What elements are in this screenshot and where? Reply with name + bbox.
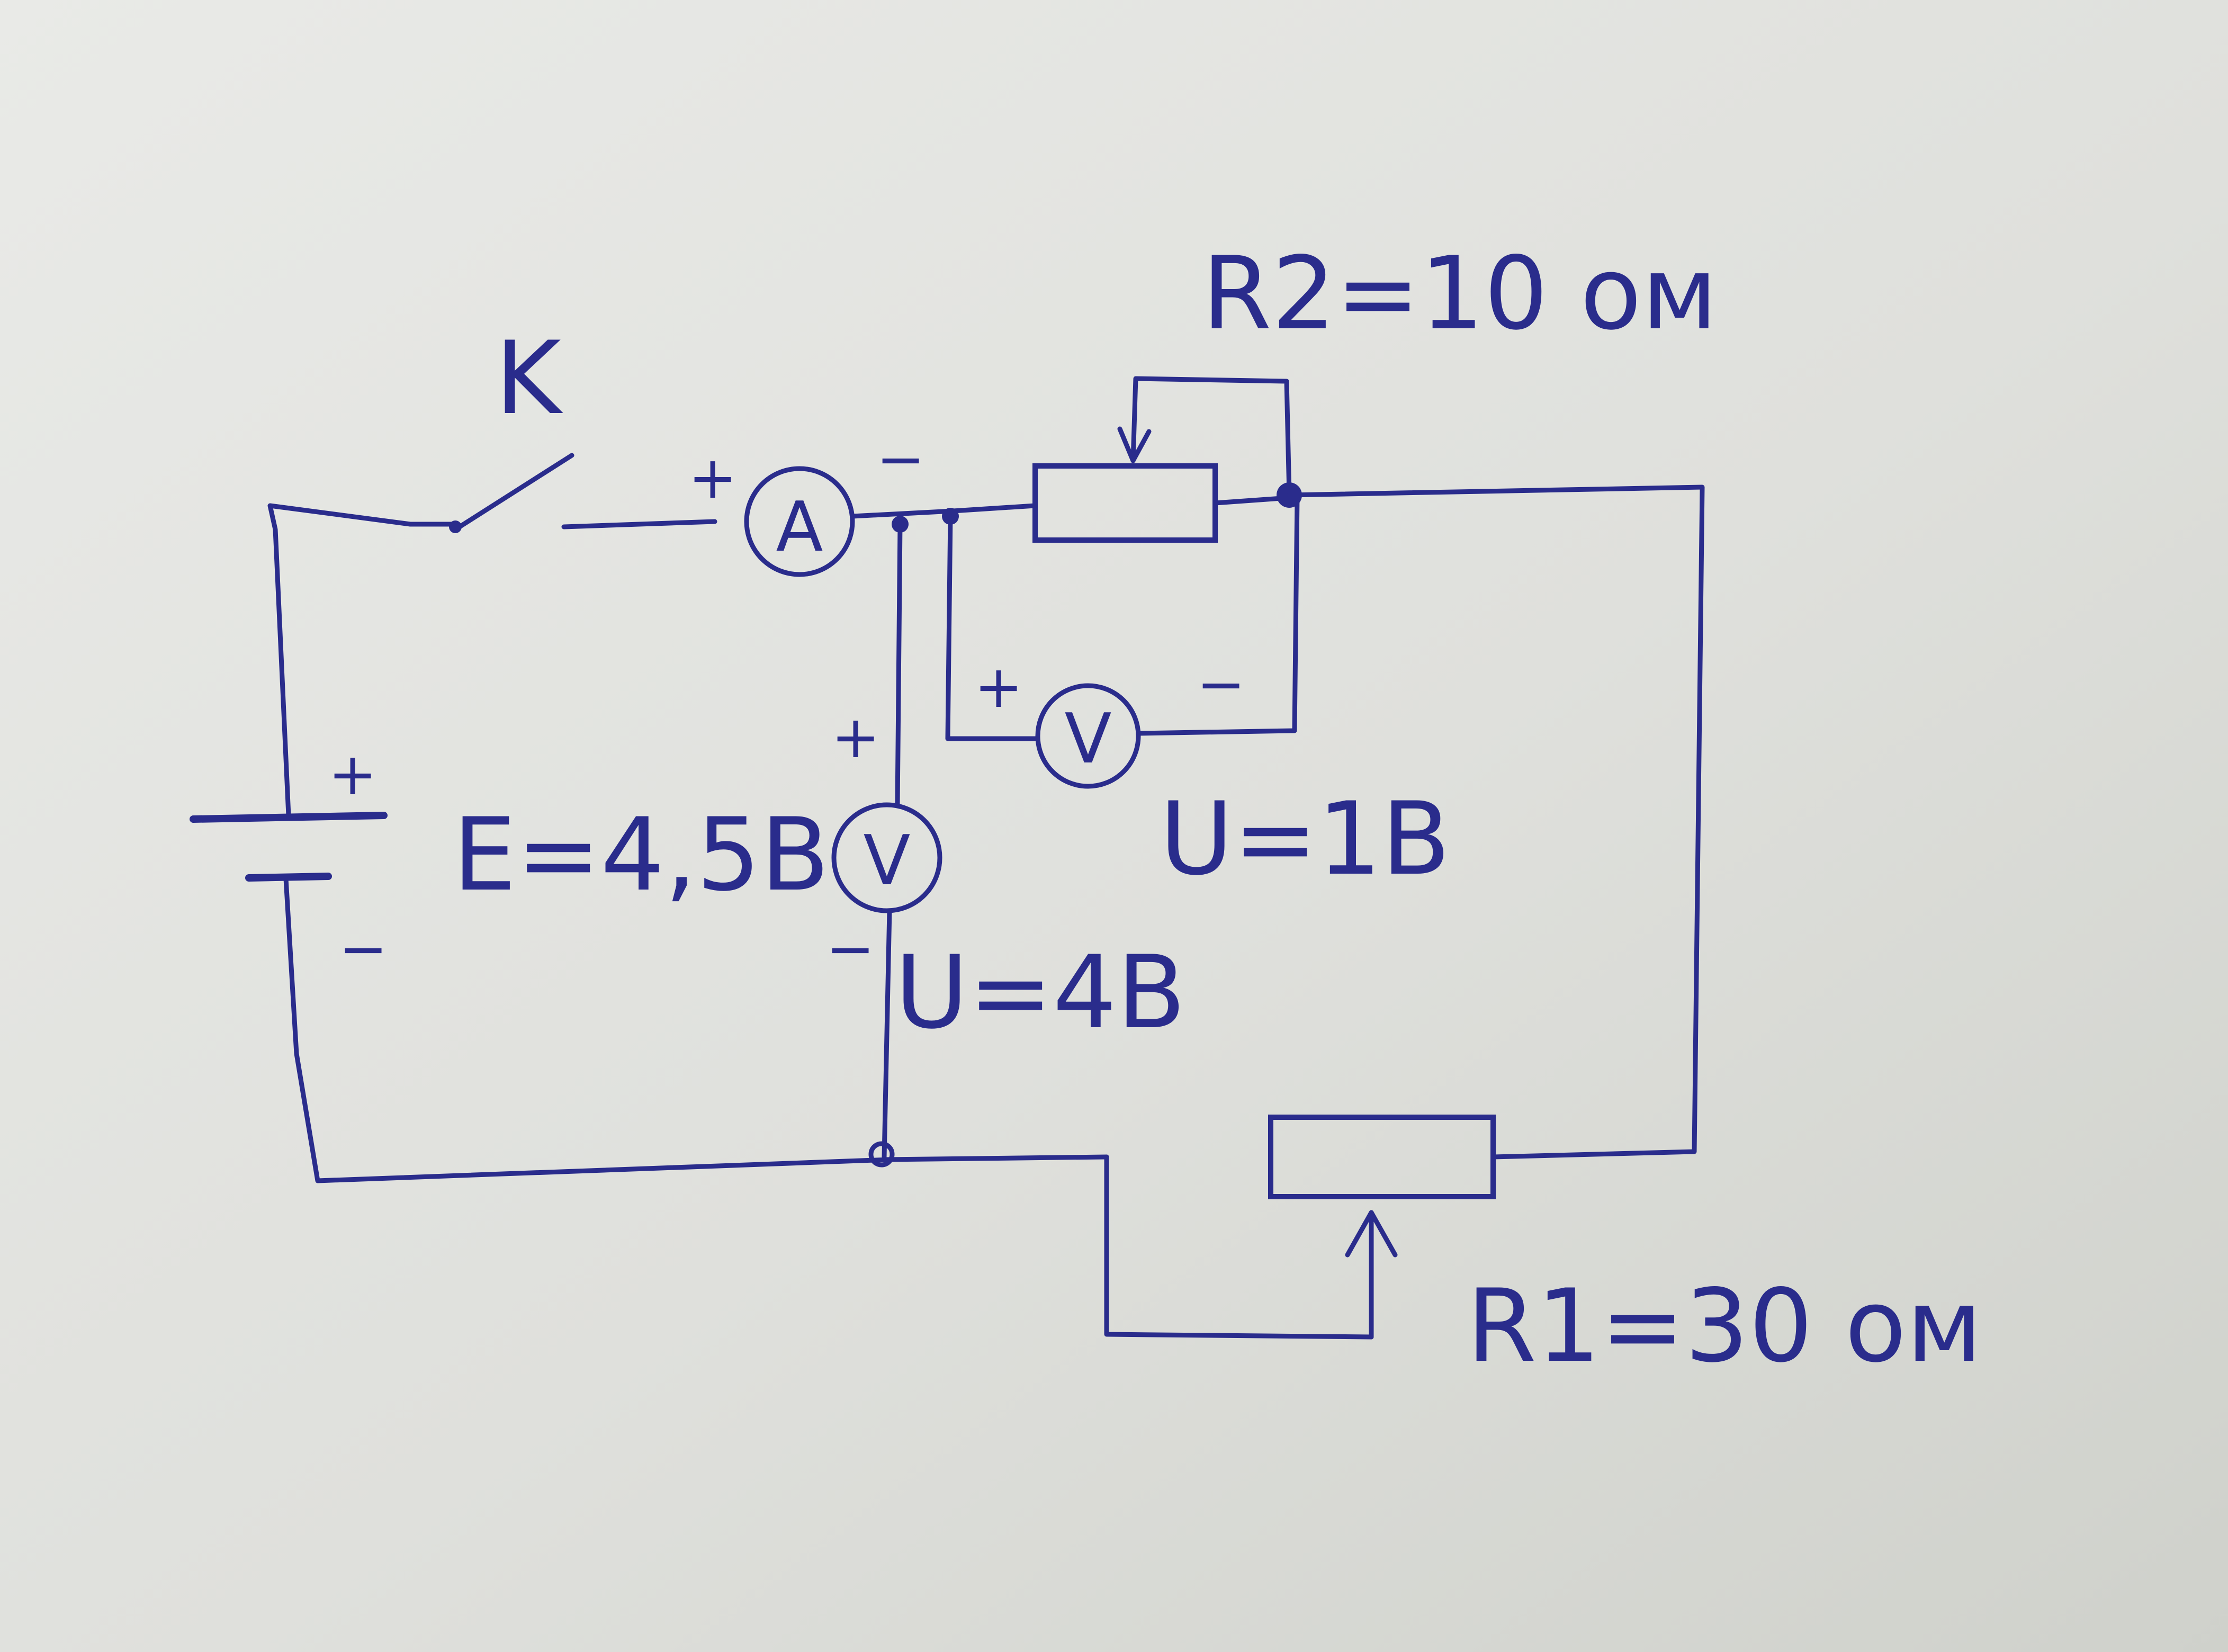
voltmeter-r2: V + − U=1B [945,495,1451,897]
voltmeter-main-reading: U=4B [895,934,1186,1051]
emf-label: E=4,5B [453,796,830,913]
voltmeter-main-letter: V [864,820,911,901]
ammeter: + A − [688,425,959,577]
ammeter-letter: A [776,487,823,567]
voltmeter-r2-reading: U=1B [1160,780,1451,897]
battery-minus-sign: − [339,915,388,983]
voltmeter-main-minus-sign: − [826,915,875,983]
battery: + − [190,740,388,983]
voltmeter-r2-minus-sign: − [1197,650,1245,718]
voltmeter-main-plus-sign: + [831,703,880,771]
switch-k: K [408,320,717,533]
ammeter-plus-sign: + [688,444,737,511]
r2-label: R2=10 ом [1202,235,1718,352]
battery-plus-sign: + [328,740,377,808]
left-wires [267,503,892,1183]
ammeter-minus-sign: − [876,425,925,493]
r1-label: R1=30 ом [1467,1268,1982,1385]
voltmeter-main: V + − U=4B [826,522,1186,1168]
voltmeter-r2-plus-sign: + [974,653,1023,721]
switch-label: K [495,320,563,437]
resistor-r1: R1=30 ом [882,484,1982,1385]
voltmeter-r2-letter: V [1065,698,1112,779]
